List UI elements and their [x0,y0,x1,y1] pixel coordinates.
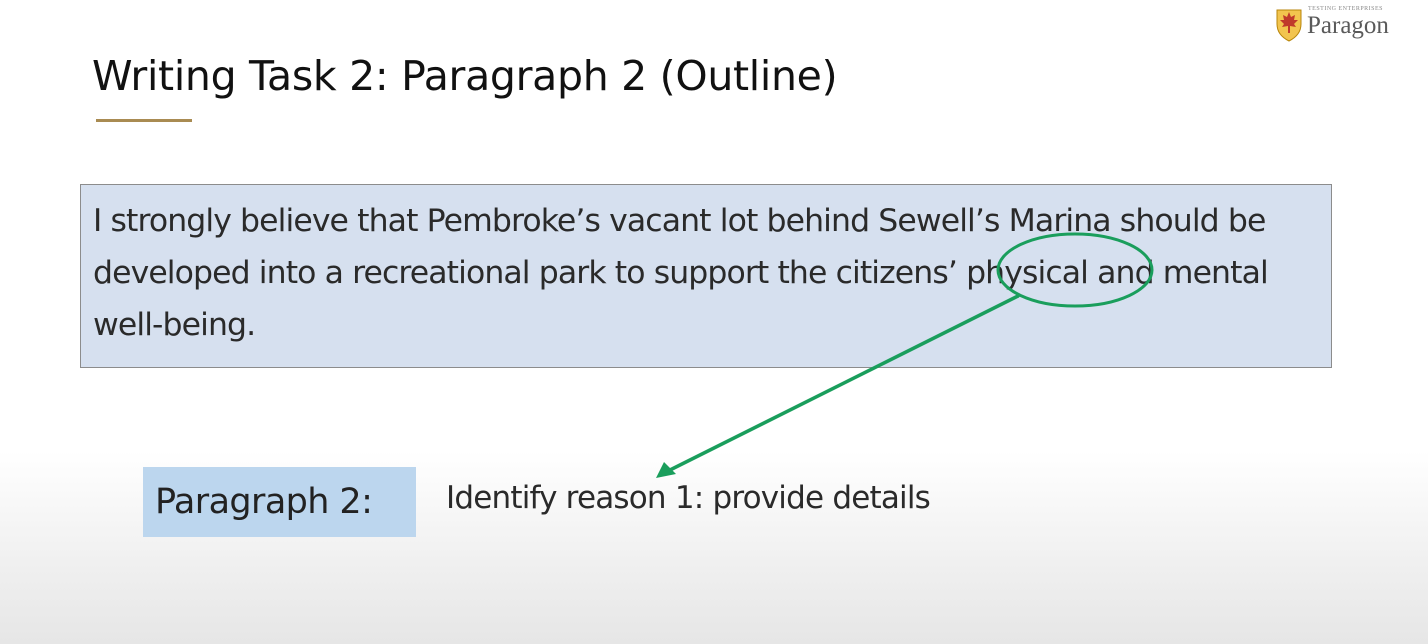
paragraph-description: Identify reason 1: provide details [446,480,931,516]
maple-leaf-shield-icon [1276,9,1302,42]
paragraph-label: Paragraph 2: [143,467,416,537]
arrowhead-icon [656,462,676,478]
logo: TESTING ENTERPRISES Paragon [1274,6,1404,46]
title-underline [96,119,192,122]
thesis-text: I strongly believe that Pembroke’s vacan… [93,203,1269,343]
logo-tagline: TESTING ENTERPRISES [1308,6,1384,12]
thesis-box: I strongly believe that Pembroke’s vacan… [80,184,1332,368]
logo-text: Paragon [1307,12,1389,39]
slide-title: Writing Task 2: Paragraph 2 (Outline) [92,52,838,100]
